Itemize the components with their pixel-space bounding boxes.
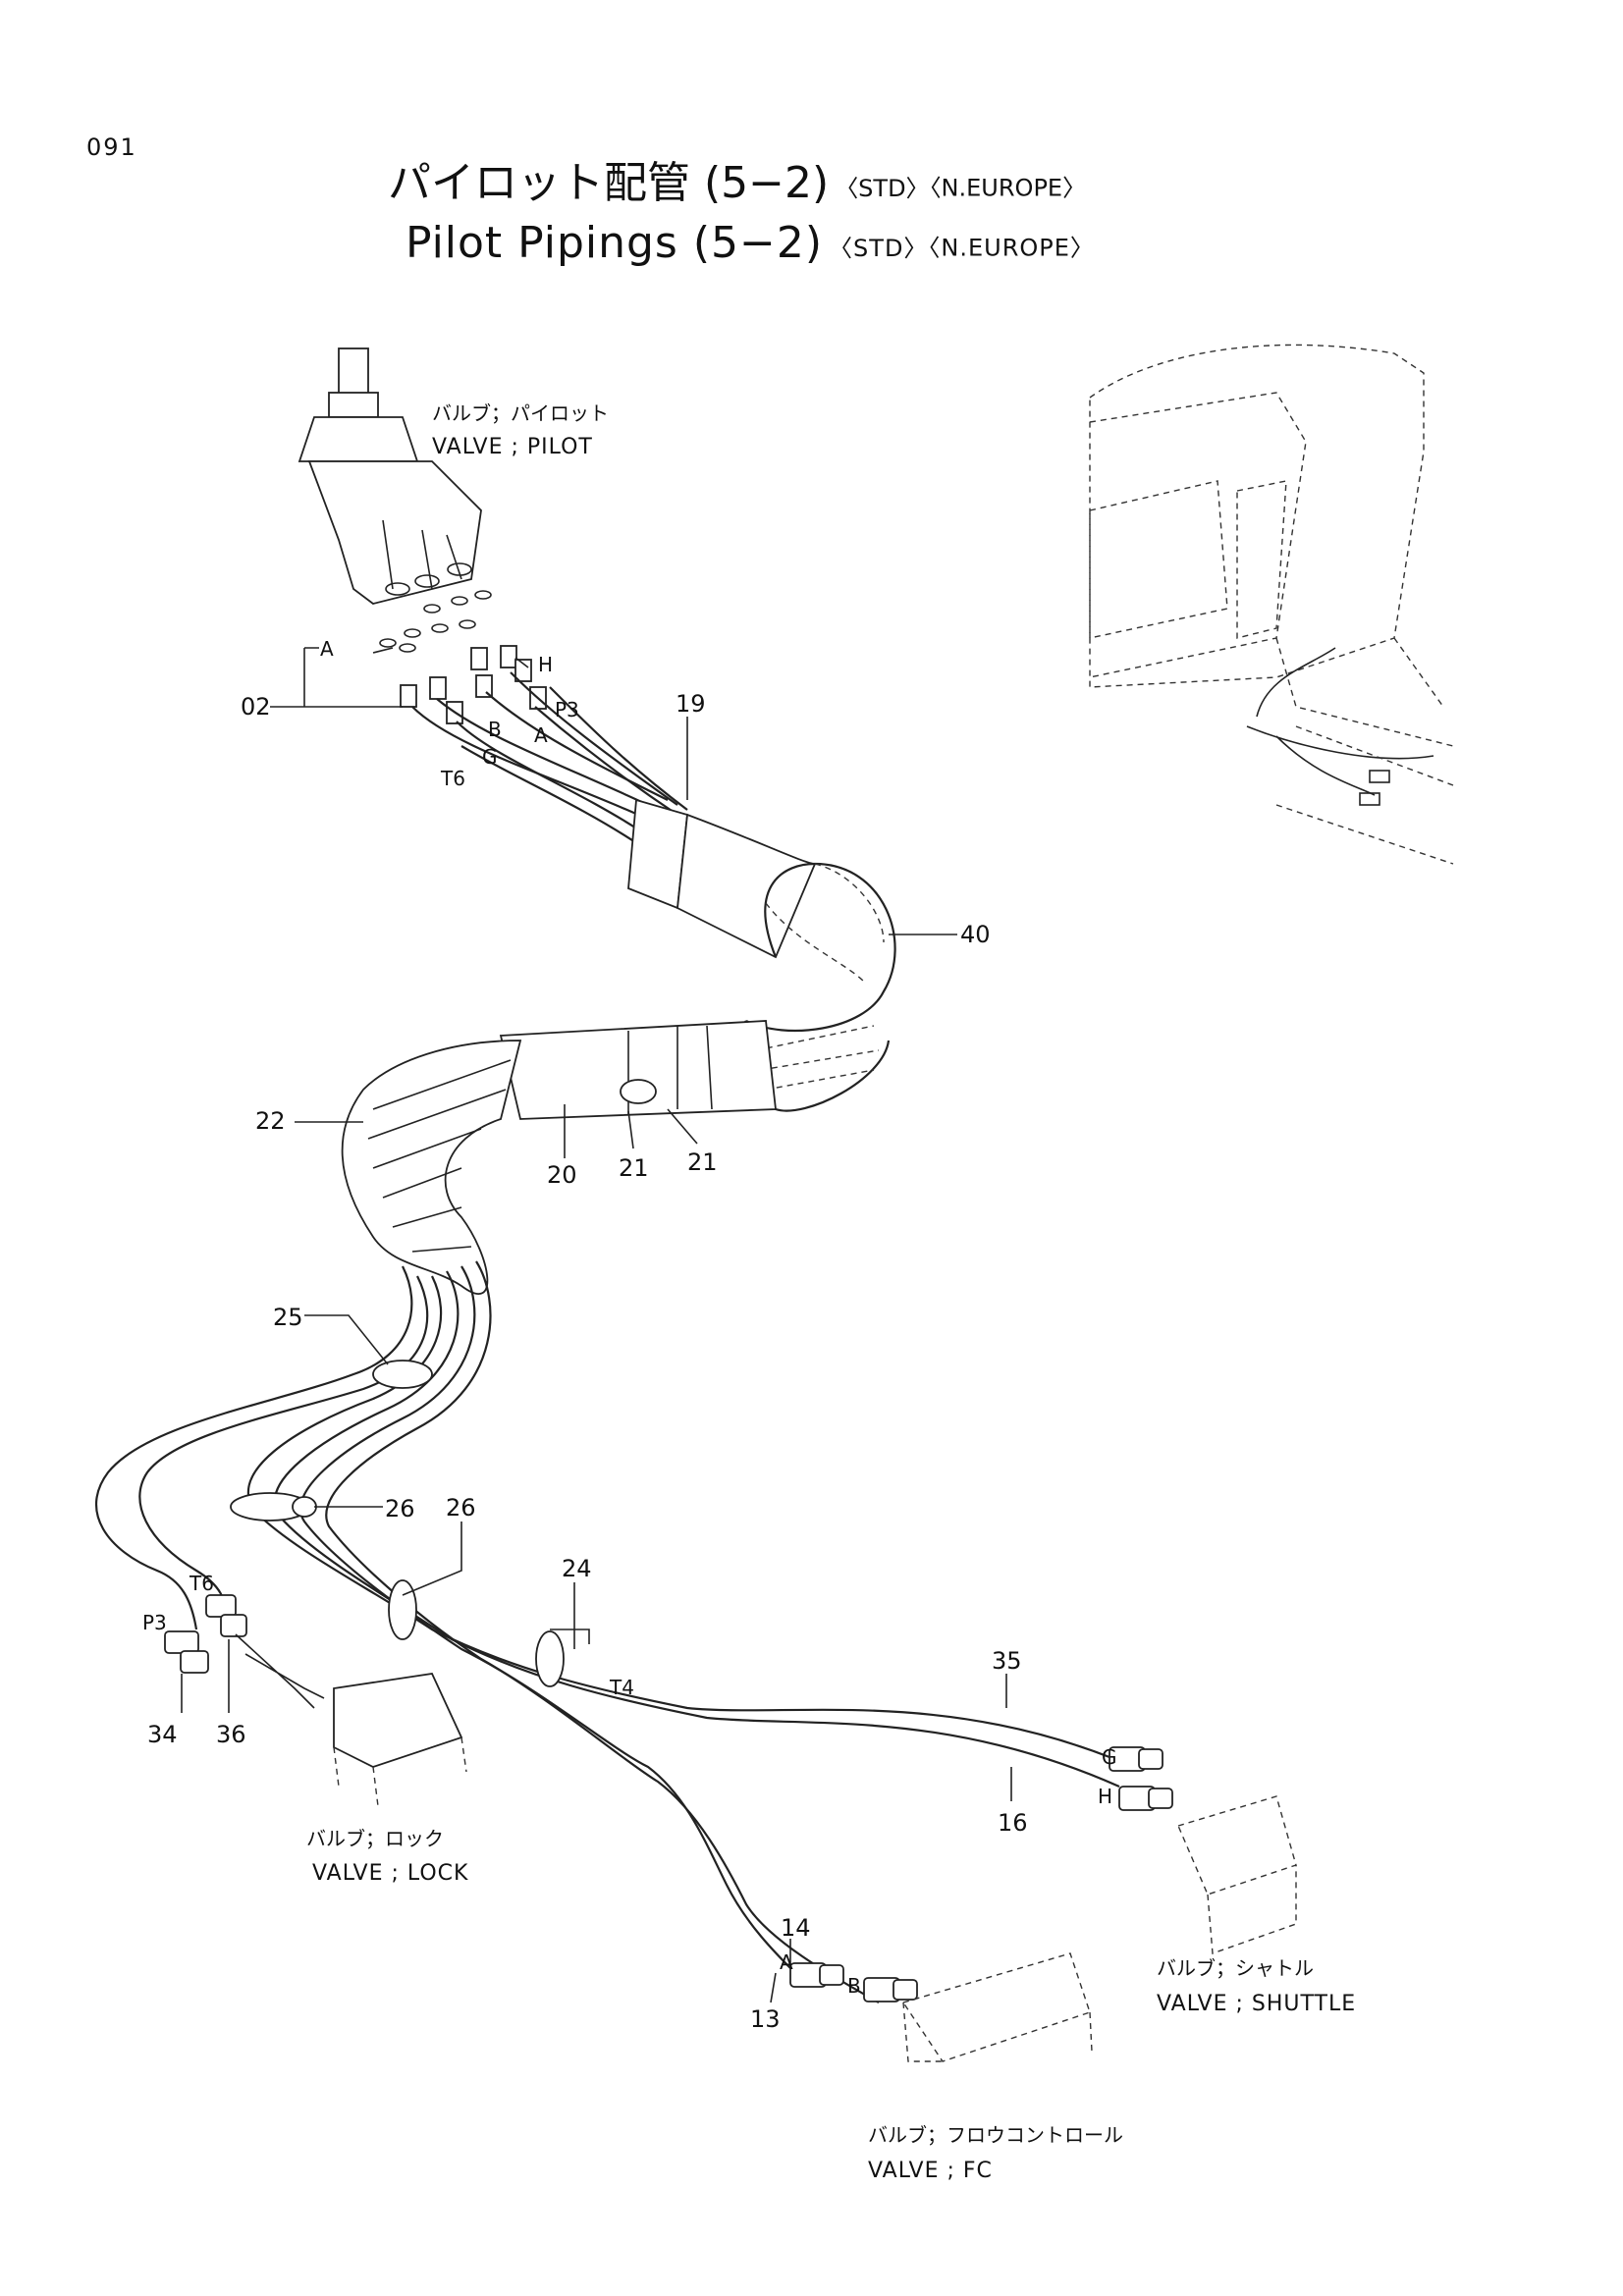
part-number-25: 25 (273, 1304, 303, 1331)
part-number-36: 36 (216, 1721, 246, 1748)
shuttle-valve-label-jp: バルブ；シャトル (1157, 1956, 1314, 1980)
machine-cab-inset (1089, 344, 1454, 865)
port-label-t6-bottom: T6 (189, 1572, 214, 1595)
port-label-a-top: A (320, 637, 334, 661)
fc-valve-label-jp: バルブ；フロウコントロール (868, 2123, 1123, 2147)
part-number-21a: 21 (619, 1154, 649, 1182)
shuttle-valve-drawing (1109, 1746, 1297, 1954)
port-label-b-top: B (488, 718, 502, 741)
title-japanese-text: パイロット配管 (5−2) (388, 158, 830, 208)
pilot-valve-label-en: VALVE ; PILOT (432, 435, 593, 459)
part-number-34: 34 (147, 1721, 178, 1748)
tag-region: 〈N.EUROPE〉 (929, 174, 1087, 202)
o-rings (379, 590, 492, 653)
pilot-fittings (400, 645, 547, 724)
port-label-p3-bottom: P3 (142, 1611, 167, 1634)
part-number-21b: 21 (687, 1148, 718, 1176)
port-label-g-bottom: G (1102, 1745, 1117, 1769)
protector-sleeve-19 (627, 798, 817, 959)
tag-region-en: 〈N.EUROPE〉 (928, 234, 1095, 262)
lock-valve-fittings (164, 1594, 467, 1807)
leader-lines (181, 647, 1012, 2003)
part-number-24: 24 (562, 1555, 592, 1582)
upper-hoses (411, 671, 688, 845)
port-label-t4: T4 (609, 1676, 634, 1699)
tag-std-en: 〈STD〉 (829, 234, 929, 262)
port-label-b-bottom: B (847, 1974, 861, 1998)
lock-valve-label-jp: バルブ；ロック (306, 1827, 444, 1850)
port-label-a-bottom: A (780, 1950, 793, 1974)
pilot-valve-drawing (298, 347, 482, 605)
part-number-35: 35 (992, 1647, 1022, 1675)
part-number-20: 20 (547, 1161, 577, 1189)
part-number-26a: 26 (385, 1495, 415, 1522)
lower-hoses (95, 1260, 1120, 2003)
part-number-14: 14 (781, 1914, 811, 1942)
fc-valve-drawing (789, 1952, 1093, 2062)
part-number-19: 19 (676, 690, 706, 718)
port-label-g-top: G (482, 745, 498, 769)
pilot-valve-label-jp: バルブ；パイロット (432, 401, 609, 425)
part-number-16: 16 (998, 1809, 1028, 1837)
part-number-22: 22 (255, 1107, 286, 1135)
lock-valve-label-en: VALVE ; LOCK (312, 1861, 468, 1886)
part-number-02: 02 (241, 693, 271, 721)
tag-std: 〈STD〉 (835, 174, 930, 202)
part-number-26b: 26 (446, 1494, 476, 1522)
port-label-h-top: H (538, 653, 553, 676)
hose-clamps (230, 1360, 590, 1687)
title-english: Pilot Pipings (5−2)〈STD〉〈N.EUROPE〉 (406, 218, 1095, 268)
part-number-13: 13 (750, 2005, 781, 2033)
port-label-p3-top: P3 (555, 698, 579, 721)
port-label-t6-top: T6 (440, 767, 465, 790)
part-number-40: 40 (960, 921, 991, 948)
fc-valve-label-en: VALVE ; FC (868, 2159, 993, 2183)
port-label-a-mid: A (534, 723, 548, 747)
port-label-h-bottom: H (1098, 1785, 1112, 1808)
title-english-text: Pilot Pipings (5−2) (406, 218, 824, 268)
page-number: 091 (86, 133, 137, 161)
title-japanese: パイロット配管 (5−2)〈STD〉〈N.EUROPE〉 (388, 147, 1086, 210)
shuttle-valve-label-en: VALVE ; SHUTTLE (1157, 1992, 1356, 2016)
hose-assembly-middle (341, 1020, 778, 1295)
